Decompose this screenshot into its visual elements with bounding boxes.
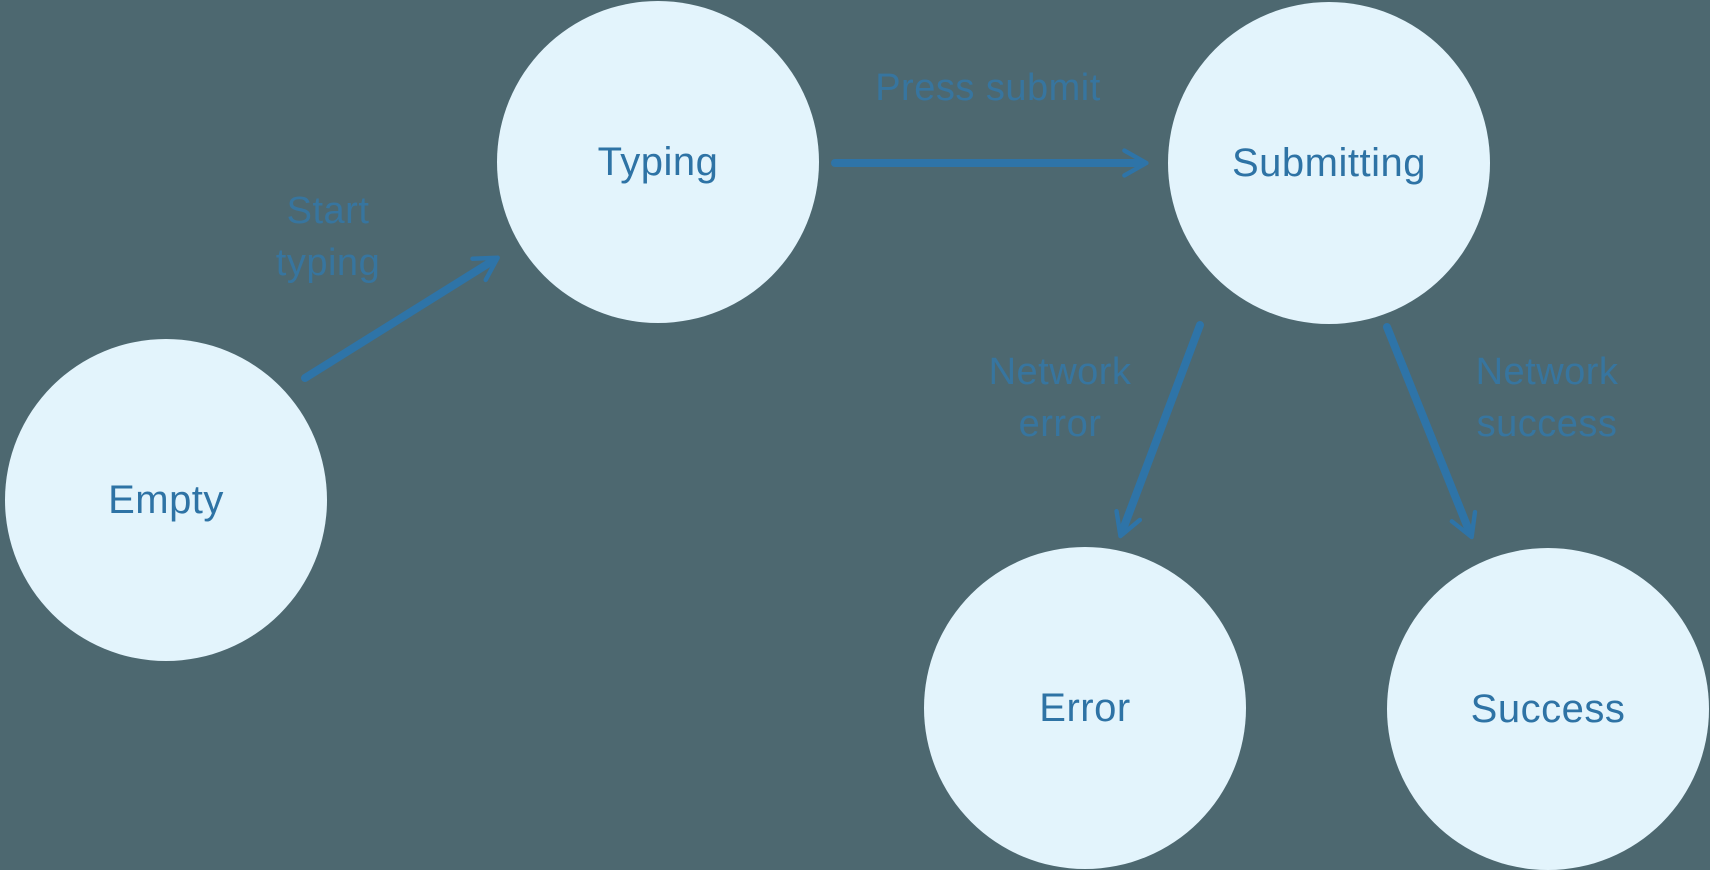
state-node-empty: Empty bbox=[5, 339, 327, 661]
edge-label-start-typing: Start typing bbox=[276, 185, 380, 289]
edge-label-line: Network bbox=[1475, 351, 1619, 393]
edge-label-line: typing bbox=[275, 242, 381, 284]
state-label-success: Success bbox=[1470, 686, 1626, 731]
edge-empty-to-typing bbox=[301, 255, 500, 382]
edge-label-press-submit: Press submit bbox=[875, 62, 1101, 114]
edge-submitting-to-error bbox=[1114, 321, 1204, 539]
state-node-error: Error bbox=[924, 547, 1246, 869]
edge-label-line: Start bbox=[286, 190, 370, 232]
state-node-success: Success bbox=[1387, 548, 1709, 870]
state-node-typing: Typing bbox=[497, 1, 819, 323]
edge-label-line: success bbox=[1476, 403, 1618, 445]
state-label-submitting: Submitting bbox=[1232, 140, 1426, 185]
state-label-error: Error bbox=[1039, 685, 1131, 730]
edge-label-network-error: Network error bbox=[989, 346, 1132, 450]
edge-submitting-to-success bbox=[1383, 323, 1478, 540]
state-label-typing: Typing bbox=[597, 139, 719, 184]
state-node-submitting: Submitting bbox=[1168, 2, 1490, 324]
edge-label-line: Network bbox=[988, 351, 1132, 393]
edge-label-line: error bbox=[1018, 403, 1102, 445]
state-label-empty: Empty bbox=[108, 477, 224, 522]
edge-label-network-success: Network success bbox=[1476, 346, 1619, 450]
edge-label-line: Press submit bbox=[875, 67, 1101, 109]
